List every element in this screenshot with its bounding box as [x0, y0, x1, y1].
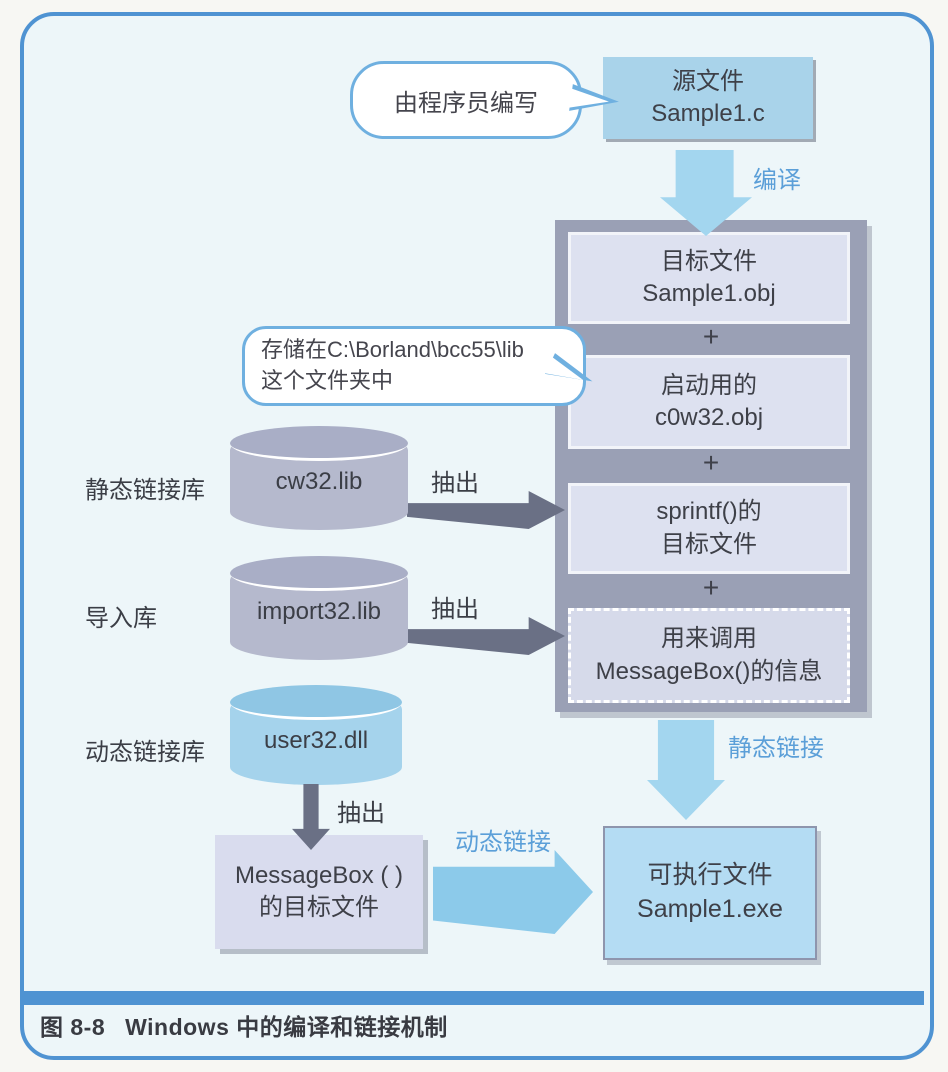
programmer-callout-text: 由程序员编写 — [394, 89, 538, 117]
static-lib-label: 静态链接库 — [85, 477, 205, 504]
source-file-line2: Sample1.c — [651, 100, 765, 127]
static-lib-cylinder-icon: cw32.lib — [230, 426, 408, 530]
messagebox-info-line2: MessageBox()的信息 — [595, 657, 823, 685]
sprintf-obj-box: sprintf()的 目标文件 — [568, 483, 850, 574]
caption-separator — [22, 991, 924, 1005]
sprintf-obj-line2: 目标文件 — [661, 530, 757, 558]
dynamic-lib-filename: user32.dll — [263, 727, 369, 754]
static-lib-filename: cw32.lib — [275, 468, 363, 495]
messagebox-info-box: 用来调用 MessageBox()的信息 — [568, 608, 850, 703]
object-file-box: 目标文件 Sample1.obj — [568, 232, 850, 324]
object-file-line1: 目标文件 — [661, 247, 757, 275]
startup-obj-line2: c0w32.obj — [654, 404, 764, 431]
sprintf-obj-line1: sprintf()的 — [656, 498, 762, 526]
source-file-line1: 源文件 — [672, 67, 744, 95]
figure-caption: 图 8-8 Windows 中的编译和链接机制 — [40, 1008, 448, 1042]
storage-callout-line1: 存储在C:\Borland\bcc55\lib — [261, 337, 524, 363]
messagebox-obj-line2: 的目标文件 — [259, 894, 379, 921]
storage-callout-line2: 这个文件夹中 — [261, 368, 394, 393]
dynamic-lib-cylinder-icon: user32.dll — [230, 685, 402, 785]
import-lib-label: 导入库 — [85, 605, 157, 632]
compile-label: 编译 — [753, 167, 801, 194]
executable-line2: Sample1.exe — [637, 895, 783, 923]
extract-label: 抽出 — [431, 470, 479, 497]
object-file-line2: Sample1.obj — [642, 280, 776, 307]
import-lib-cylinder-icon: import32.lib — [230, 556, 408, 660]
extract-label: 抽出 — [337, 800, 385, 827]
executable-line1: 可执行文件 — [647, 861, 773, 890]
messagebox-obj-box: MessageBox ( ) 的目标文件 — [215, 835, 423, 949]
extract-label: 抽出 — [431, 596, 479, 623]
plus-sign: + — [702, 447, 720, 478]
storage-callout: 存储在C:\Borland\bcc55\lib 这个文件夹中 — [242, 326, 586, 406]
link-input-container: 目标文件 Sample1.obj + 启动用的 c0w32.obj + spri… — [555, 220, 867, 712]
caption-text: Windows 中的编译和链接机制 — [125, 1014, 448, 1040]
programmer-callout: 由程序员编写 — [350, 61, 582, 139]
dynamic-lib-label: 动态链接库 — [85, 739, 205, 766]
cylinder-top — [230, 685, 402, 720]
messagebox-obj-line1: MessageBox ( ) — [234, 861, 404, 889]
startup-obj-box: 启动用的 c0w32.obj — [568, 355, 850, 449]
plus-sign: + — [702, 572, 720, 603]
static-link-label: 静态链接 — [728, 735, 824, 762]
messagebox-info-line1: 用来调用 — [661, 625, 757, 653]
import-lib-filename: import32.lib — [256, 598, 382, 625]
source-file-box: 源文件 Sample1.c — [603, 57, 813, 139]
plus-sign: + — [702, 321, 720, 352]
executable-box: 可执行文件 Sample1.exe — [603, 826, 817, 960]
dynamic-link-label: 动态链接 — [455, 829, 551, 856]
startup-obj-line1: 启动用的 — [661, 371, 757, 399]
cylinder-top — [230, 556, 408, 591]
caption-number: 图 8-8 — [40, 1014, 106, 1040]
cylinder-top — [230, 426, 408, 461]
